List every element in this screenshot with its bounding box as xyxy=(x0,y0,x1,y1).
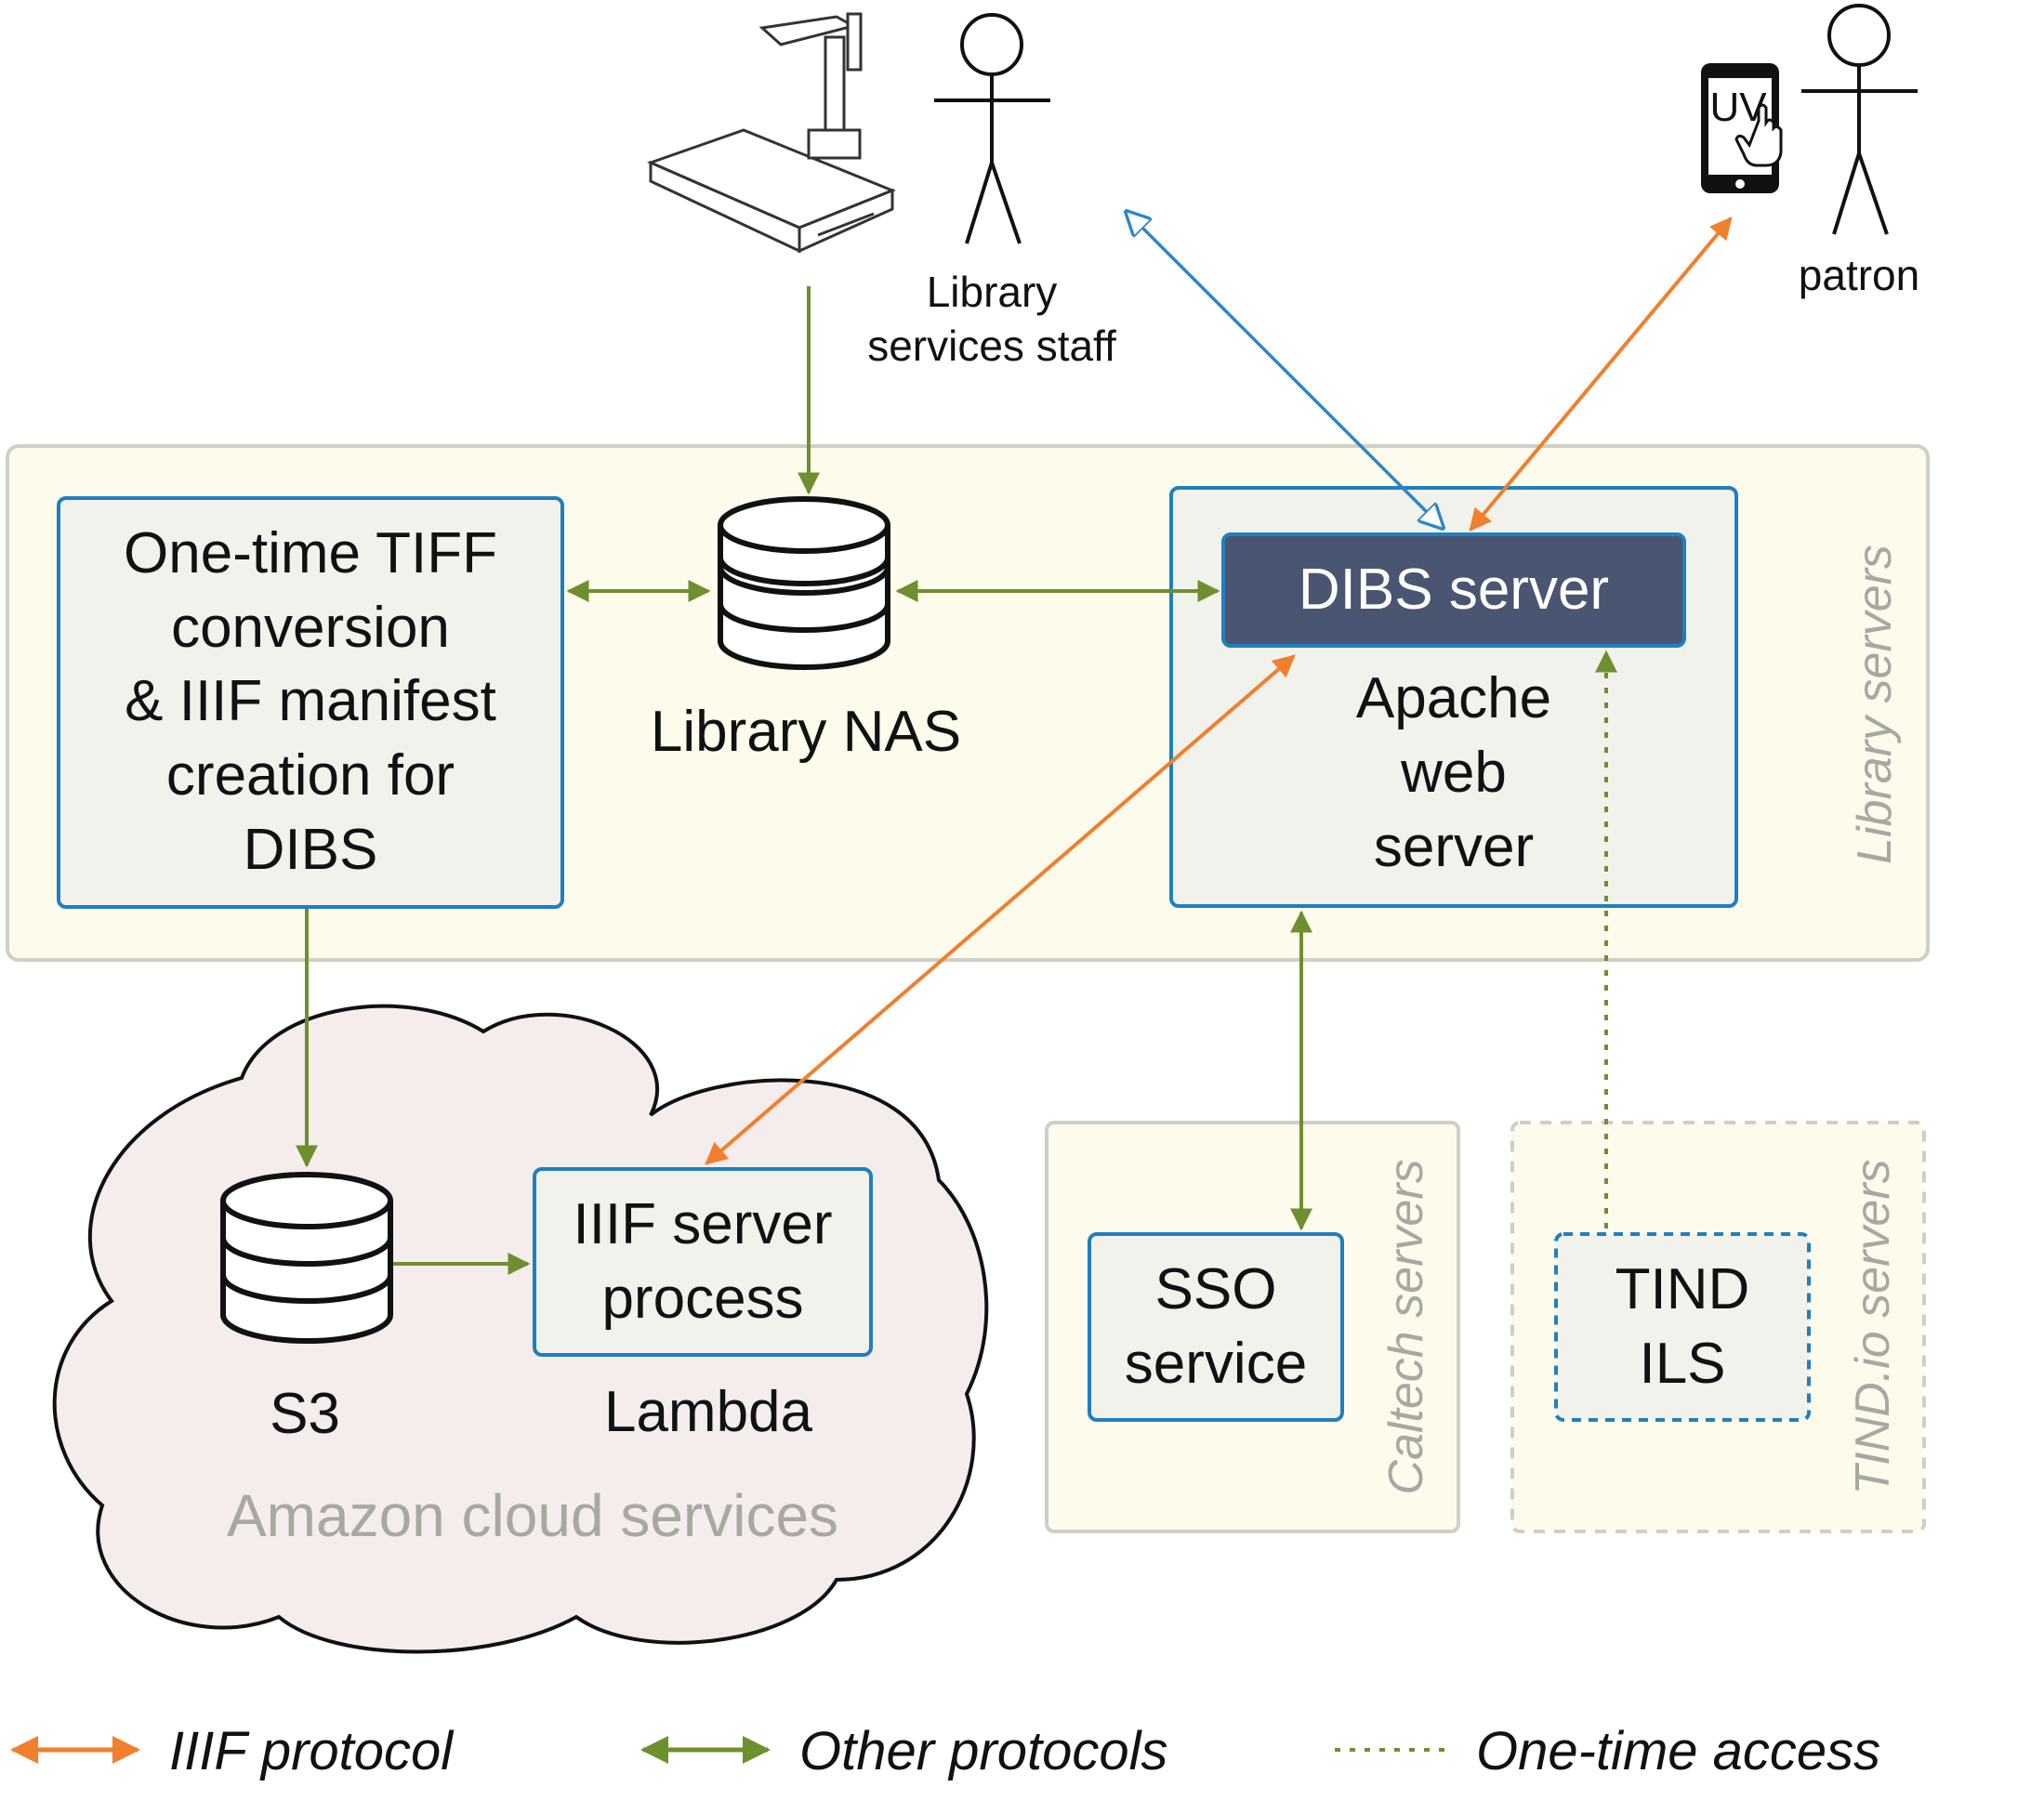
s3-label: S3 xyxy=(270,1382,340,1446)
library-staff-label-line2: services staff xyxy=(867,322,1116,370)
dibs-patron-arrow xyxy=(1469,217,1733,532)
tind-line2: ILS xyxy=(1639,1332,1725,1396)
iiif-server-line1: IIIF server xyxy=(573,1192,832,1256)
dibs-server-box xyxy=(1221,532,1686,648)
iiif-dibs-arrow xyxy=(705,654,1296,1165)
tablet-uv-text: UV xyxy=(1709,85,1767,130)
apache-label-line3: server xyxy=(1374,815,1534,879)
library-nas-label: Library NAS xyxy=(651,700,961,764)
lambda-label: Lambda xyxy=(604,1380,813,1444)
library-nas-database-icon xyxy=(718,496,890,670)
legend-onetime-label: One-time access xyxy=(1476,1721,1880,1781)
caltech-servers-label: Caltech servers xyxy=(1379,1159,1433,1494)
tind-servers-label: TIND.io servers xyxy=(1846,1159,1900,1494)
apache-label-line1: Apache xyxy=(1356,666,1551,730)
s3-database-icon xyxy=(220,1172,393,1344)
tiff-conversion-box xyxy=(57,496,564,909)
tiff-conversion-line1: One-time TIFF xyxy=(124,521,497,585)
amazon-cloud-label: Amazon cloud services xyxy=(227,1482,838,1549)
sso-service-box xyxy=(1088,1232,1344,1422)
library-staff-figure-icon xyxy=(934,13,1050,244)
tind-ils-box xyxy=(1554,1232,1811,1422)
apache-label-line2: web xyxy=(1400,741,1507,805)
legend-iiif-label: IIIF protocol xyxy=(169,1721,455,1781)
tablet-icon xyxy=(1701,63,1783,193)
sso-line2: service xyxy=(1125,1332,1307,1396)
dibs-server-label: DIBS server xyxy=(1299,558,1609,622)
tiff-conversion-line5: DIBS xyxy=(244,818,378,882)
tind-line1: TIND xyxy=(1615,1257,1750,1321)
iiif-server-box xyxy=(533,1167,873,1357)
tiff-conversion-line4: creation for xyxy=(166,743,455,808)
sso-line1: SSO xyxy=(1155,1257,1277,1321)
patron-figure-icon xyxy=(1801,4,1918,235)
tiff-conversion-line2: conversion xyxy=(171,596,450,660)
iiif-server-line2: process xyxy=(601,1267,803,1331)
legend-other-label: Other protocols xyxy=(799,1721,1168,1781)
patron-label: patron xyxy=(1799,251,1919,299)
library-servers-label: Library servers xyxy=(1848,545,1902,864)
tiff-conversion-line3: & IIIF manifest xyxy=(125,669,496,733)
staff-dibs-arrow xyxy=(1127,212,1443,528)
book-scanner-icon xyxy=(646,12,897,254)
library-staff-label-line1: Library xyxy=(927,268,1058,316)
